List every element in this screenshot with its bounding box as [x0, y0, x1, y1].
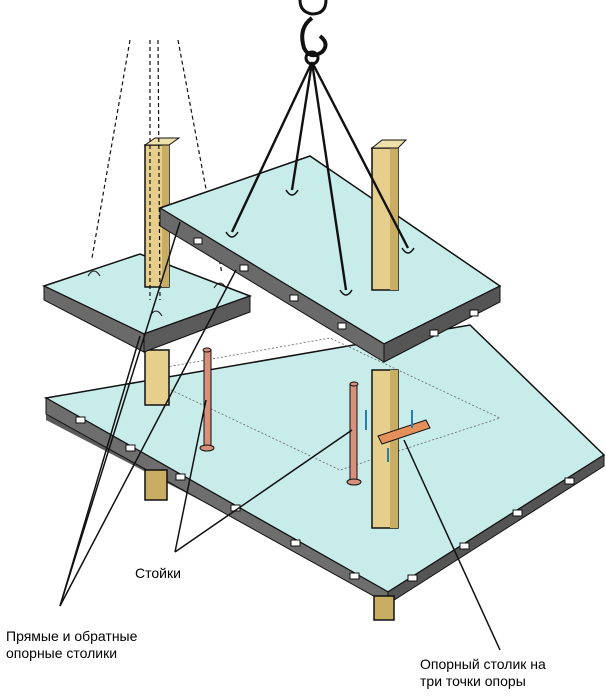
three-point-bracket	[365, 410, 431, 462]
left-slab	[42, 253, 253, 353]
slings	[230, 61, 410, 291]
lifting-hooks	[225, 189, 415, 296]
label-straight-reverse-line2: опорные столики	[6, 645, 118, 661]
lower-slab	[43, 324, 606, 605]
crane-hook-icon	[298, 0, 328, 66]
temporary-prop-left	[199, 347, 215, 452]
label-three-point-line1: Опорный столик на	[420, 656, 546, 672]
label-straight-reverse-line1: Прямые и обратные	[6, 628, 138, 644]
label-racks: Стойки	[135, 565, 181, 581]
temporary-prop-right	[346, 381, 362, 486]
label-three-point-table: Опорный столик на три точки опоры	[420, 656, 546, 690]
label-three-point-line2: три точки опоры	[420, 673, 526, 689]
callout-lines	[59, 221, 501, 651]
column-left-lower	[144, 349, 170, 501]
label-straight-reverse-tables: Прямые и обратные опорные столики	[6, 628, 137, 662]
column-right-lower	[371, 369, 399, 621]
